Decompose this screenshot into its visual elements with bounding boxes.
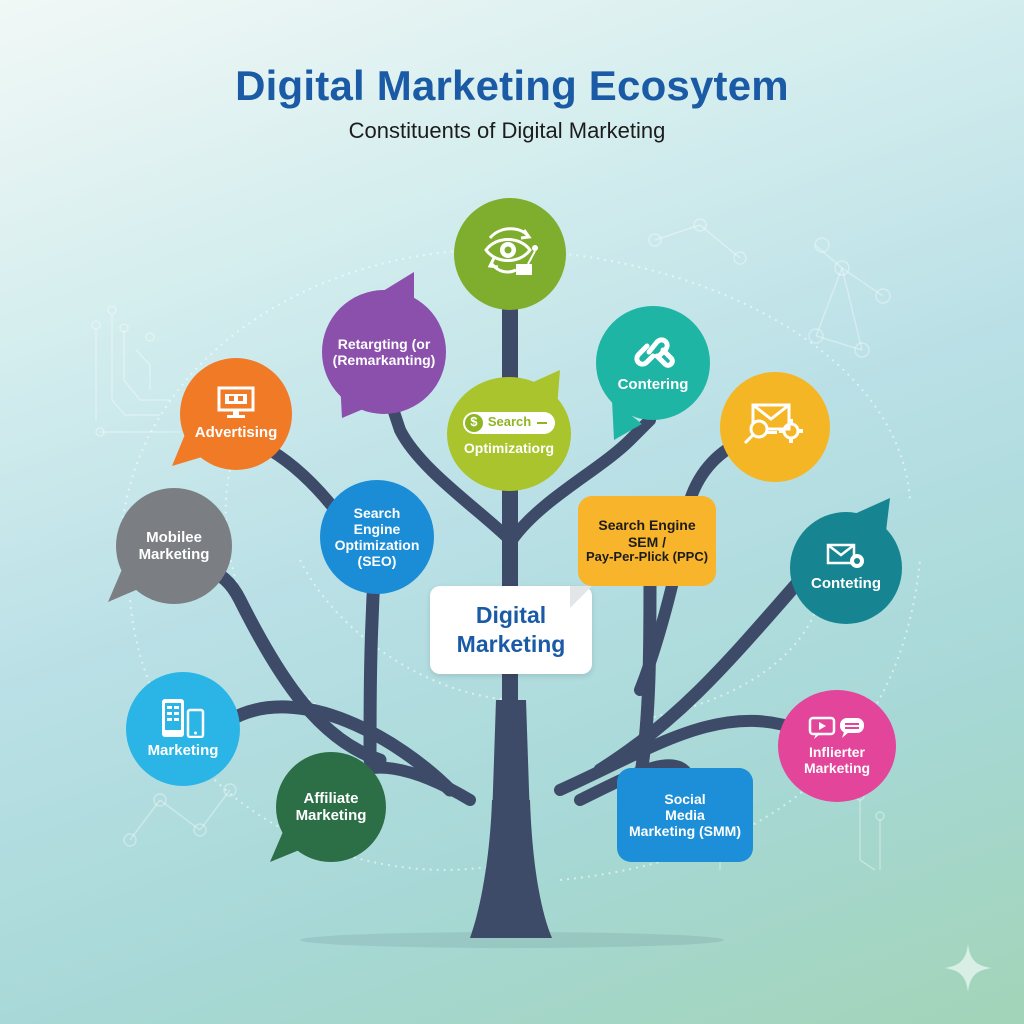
retargeting-eye-node[interactable] — [454, 198, 566, 310]
retargeting-label-line1: Retargting (or — [337, 335, 431, 352]
influencer-line1: Inflierter — [808, 743, 865, 760]
affiliate-line2: Marketing — [295, 807, 367, 824]
page-title: Digital Marketing Ecosytem — [235, 62, 789, 109]
smm-line2: Media — [665, 806, 705, 823]
eye-retarget-icon — [484, 227, 538, 275]
monitor-ad-icon — [217, 386, 255, 419]
sem-ppc-line3: Pay-Per-Plick (PPC) — [585, 548, 709, 564]
page-fold-corner — [570, 586, 592, 608]
affiliate-marketing-node[interactable]: Affiliate Marketing — [276, 752, 386, 862]
page-subtitle: Constituents of Digital Marketing — [348, 118, 666, 143]
email-content-label: Conteting — [811, 575, 881, 593]
email-gear-node[interactable] — [720, 372, 830, 482]
advertising-label: Advertising — [194, 424, 278, 442]
seo-line2: Engine — [353, 520, 401, 537]
content-link-node[interactable]: Contering — [596, 306, 710, 420]
mobile-marketing-node[interactable]: Mobilee Marketing — [116, 488, 232, 604]
advertising-node[interactable]: Advertising — [180, 358, 292, 470]
affiliate-line1: Affiliate — [303, 789, 359, 807]
chain-link-icon — [634, 337, 675, 369]
sem-ppc-line1: Search Engine — [598, 517, 696, 534]
seo-line4: (SEO) — [357, 553, 397, 570]
retargeting-node[interactable]: Retargting (or (Remarkanting) — [322, 290, 446, 414]
content-link-label: Contering — [617, 376, 689, 394]
mobile-marketing-line1: Mobilee — [146, 528, 202, 546]
mobile-devices-label: Marketing — [147, 742, 219, 760]
mobile-devices-node[interactable]: Marketing — [126, 672, 240, 786]
dollar-icon: $ — [464, 413, 483, 432]
mobile-marketing-line2: Marketing — [138, 546, 210, 563]
smm-node[interactable]: Social Media Marketing (SMM) — [617, 768, 753, 862]
center-line2: Marketing — [456, 631, 566, 657]
center-line1: Digital — [475, 602, 547, 629]
sem-ppc-node[interactable]: Search Engine SEM / Pay-Per-Plick (PPC) — [578, 496, 716, 586]
video-chat-icon — [808, 716, 864, 739]
sem-ppc-line2: SEM / — [627, 533, 667, 550]
smm-line3: Marketing (SMM) — [629, 823, 741, 840]
search-optimization-label: Optimizatiorg — [463, 439, 555, 456]
mobile-devices-icon — [162, 699, 205, 739]
search-optimization-node[interactable]: $ Search Optimizatiorg — [447, 377, 571, 491]
email-content-node[interactable]: Conteting — [790, 512, 902, 624]
search-bar-icon: $ Search — [462, 411, 556, 434]
influencer-marketing-node[interactable]: Inflierter Marketing — [778, 690, 896, 802]
sparkle-icon — [944, 944, 992, 992]
seo-line3: Optimization — [334, 537, 420, 553]
smm-line1: Social — [664, 790, 706, 807]
email-search-gear-icon — [743, 403, 803, 445]
seo-node[interactable]: Search Engine Optimization (SEO) — [320, 480, 434, 594]
influencer-line2: Marketing — [803, 760, 871, 776]
seo-line1: Search — [353, 504, 401, 521]
digital-marketing-center-card[interactable]: Digital Marketing — [430, 586, 592, 674]
email-envelope-icon — [826, 544, 864, 569]
search-bar-text: Search — [487, 414, 532, 430]
retargeting-label-line2: (Remarkanting) — [332, 352, 436, 368]
